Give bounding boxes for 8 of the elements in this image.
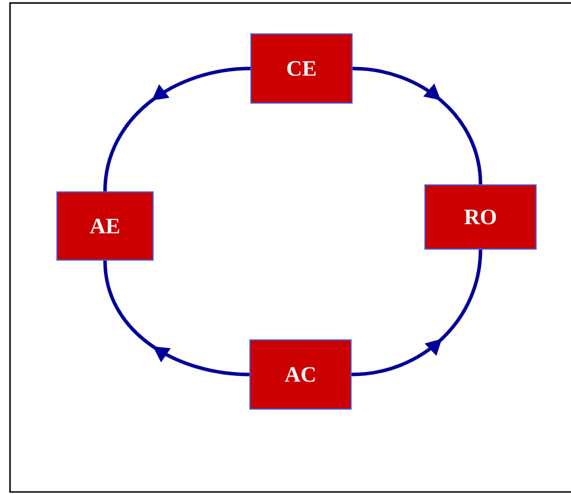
stage-box: AC	[249, 339, 352, 410]
arrow	[103, 260, 250, 376]
arrow	[103, 66, 250, 192]
arrow	[351, 249, 482, 376]
stage-box: AE	[56, 191, 154, 261]
stage-box: RO	[424, 184, 537, 250]
arrow	[352, 66, 482, 185]
stage-box: CE	[250, 33, 353, 104]
